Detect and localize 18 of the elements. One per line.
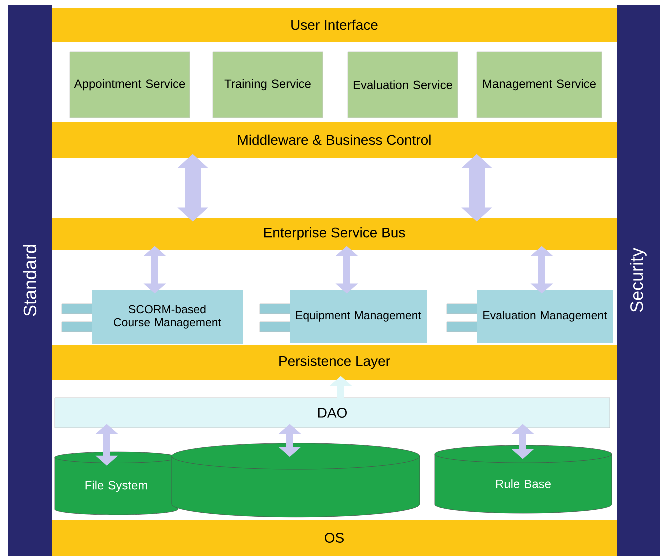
layer-band: Enterprise Service Bus xyxy=(52,218,617,250)
component-box: SCORM-based Course Management xyxy=(62,290,243,344)
layer-band: User Interface xyxy=(52,8,617,42)
side-bar: Security xyxy=(617,5,660,556)
component-box: Evaluation Management xyxy=(446,290,613,343)
layer-band: Middleware & Business Control xyxy=(52,122,617,158)
service-note: Management Service xyxy=(476,52,602,118)
layer-band: Persistence Layer xyxy=(52,345,617,380)
database-cylinder xyxy=(172,443,420,518)
layer-band: OS xyxy=(52,520,617,556)
side-bar: Standard xyxy=(8,5,52,556)
component-box: Equipment Management xyxy=(260,290,427,343)
service-note: Appointment Service xyxy=(70,52,190,118)
database-cylinder: File System xyxy=(54,452,178,516)
service-note: Training Service xyxy=(212,52,324,118)
database-cylinder: Rule Base xyxy=(434,445,612,514)
layer-band: DAO xyxy=(54,398,610,428)
service-note: Evaluation Service xyxy=(348,52,458,118)
